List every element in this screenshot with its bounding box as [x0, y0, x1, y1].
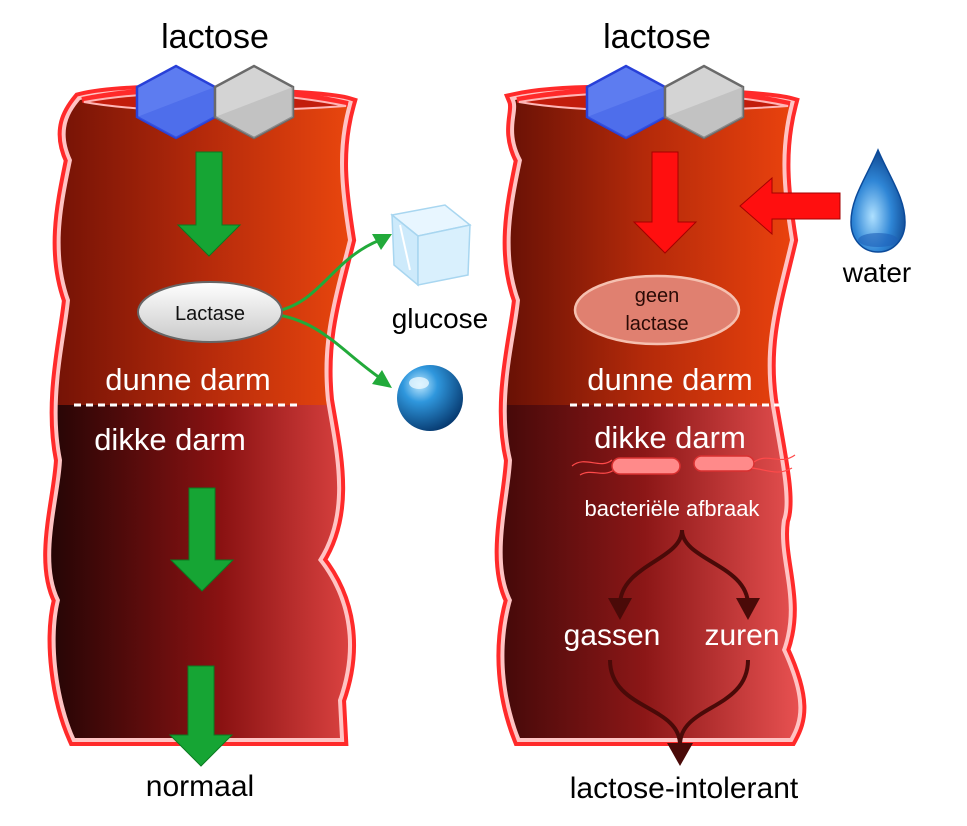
arrow-head-icon [608, 598, 632, 620]
gas-label: gassen [564, 619, 661, 652]
no-lactase-label-line1: geen [635, 285, 680, 307]
left-lactose-molecule-icon [135, 64, 295, 140]
acid-label: zuren [704, 619, 779, 652]
lactase-enzyme: Lactase [137, 281, 283, 343]
bacterial-breakdown-label: bacteriële afbraak [585, 496, 761, 521]
breakdown-flow-arrows [608, 529, 760, 766]
right-arrow-down-red-icon [632, 151, 698, 254]
water-label: water [842, 257, 911, 288]
glucose-label: glucose [392, 303, 489, 334]
product-arrows [271, 234, 392, 388]
arrow-head-icon [372, 234, 392, 250]
arrow-head-icon [667, 743, 693, 766]
left-small-intestine-label: dunne darm [105, 362, 270, 397]
left-arrow-down-green-icon [176, 151, 242, 257]
arrow-head-icon [736, 598, 760, 620]
left-arrow-down-green-icon-2 [169, 487, 235, 592]
left-bottom-label: normaal [146, 770, 254, 803]
right-top-label: lactose [603, 18, 711, 56]
arrow-head-icon [372, 370, 392, 388]
right-small-intestine-label: dunne darm [587, 362, 752, 397]
sphere-icon [397, 365, 463, 431]
left-large-intestine-label: dikke darm [94, 422, 246, 457]
ice-cube-icon [390, 204, 472, 287]
no-lactase-enzyme: geen lactase [573, 274, 741, 346]
right-bottom-label: lactose-intolerant [570, 772, 799, 805]
bacteria-icon [571, 454, 796, 476]
left-top-label: lactose [161, 18, 269, 56]
lactase-label: Lactase [175, 303, 245, 325]
water-drop-icon [850, 148, 906, 253]
no-lactase-label-line2: lactase [625, 313, 688, 335]
left-arrow-down-green-icon-3 [168, 665, 234, 767]
right-lactose-molecule-icon [585, 64, 745, 140]
right-large-intestine-label: dikke darm [594, 420, 746, 455]
water-arrow-left-red-icon [739, 176, 841, 236]
